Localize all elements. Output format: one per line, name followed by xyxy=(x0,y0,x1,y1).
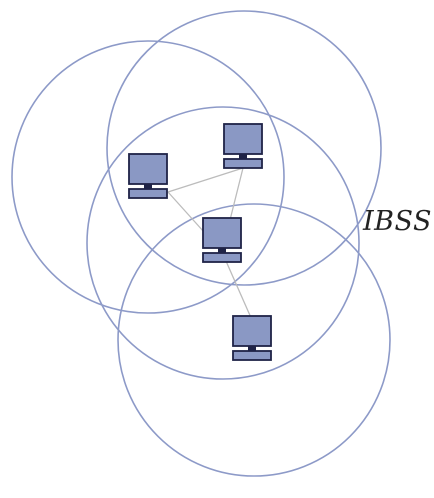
link-computer-center-to-computer-bottom xyxy=(221,251,253,321)
monitor-screen xyxy=(232,315,272,347)
computer-base xyxy=(202,252,242,263)
computer-center-computer-icon xyxy=(202,217,242,263)
link-computer-top-left-to-computer-top-right xyxy=(167,167,244,193)
computer-nodes xyxy=(128,123,272,361)
computer-top-right-computer-icon xyxy=(223,123,263,169)
monitor-stand xyxy=(239,154,247,159)
coverage-circles xyxy=(11,10,391,477)
monitor-screen xyxy=(223,123,263,155)
ibss-label: IBSS xyxy=(363,206,433,237)
computer-base xyxy=(232,350,272,361)
computer-top-left-computer-icon xyxy=(128,153,168,199)
monitor-screen xyxy=(128,153,168,185)
coverage-circle-computer-top-left xyxy=(11,40,285,314)
computer-base xyxy=(128,188,168,199)
monitor-stand xyxy=(144,184,152,189)
coverage-circle-computer-center xyxy=(86,106,360,380)
monitor-stand xyxy=(248,346,256,351)
monitor-screen xyxy=(202,217,242,249)
monitor-stand xyxy=(218,248,226,253)
coverage-circle-computer-bottom xyxy=(117,203,391,477)
coverage-circle-computer-top-right xyxy=(106,10,382,286)
computer-bottom-computer-icon xyxy=(232,315,272,361)
computer-base xyxy=(223,158,263,169)
